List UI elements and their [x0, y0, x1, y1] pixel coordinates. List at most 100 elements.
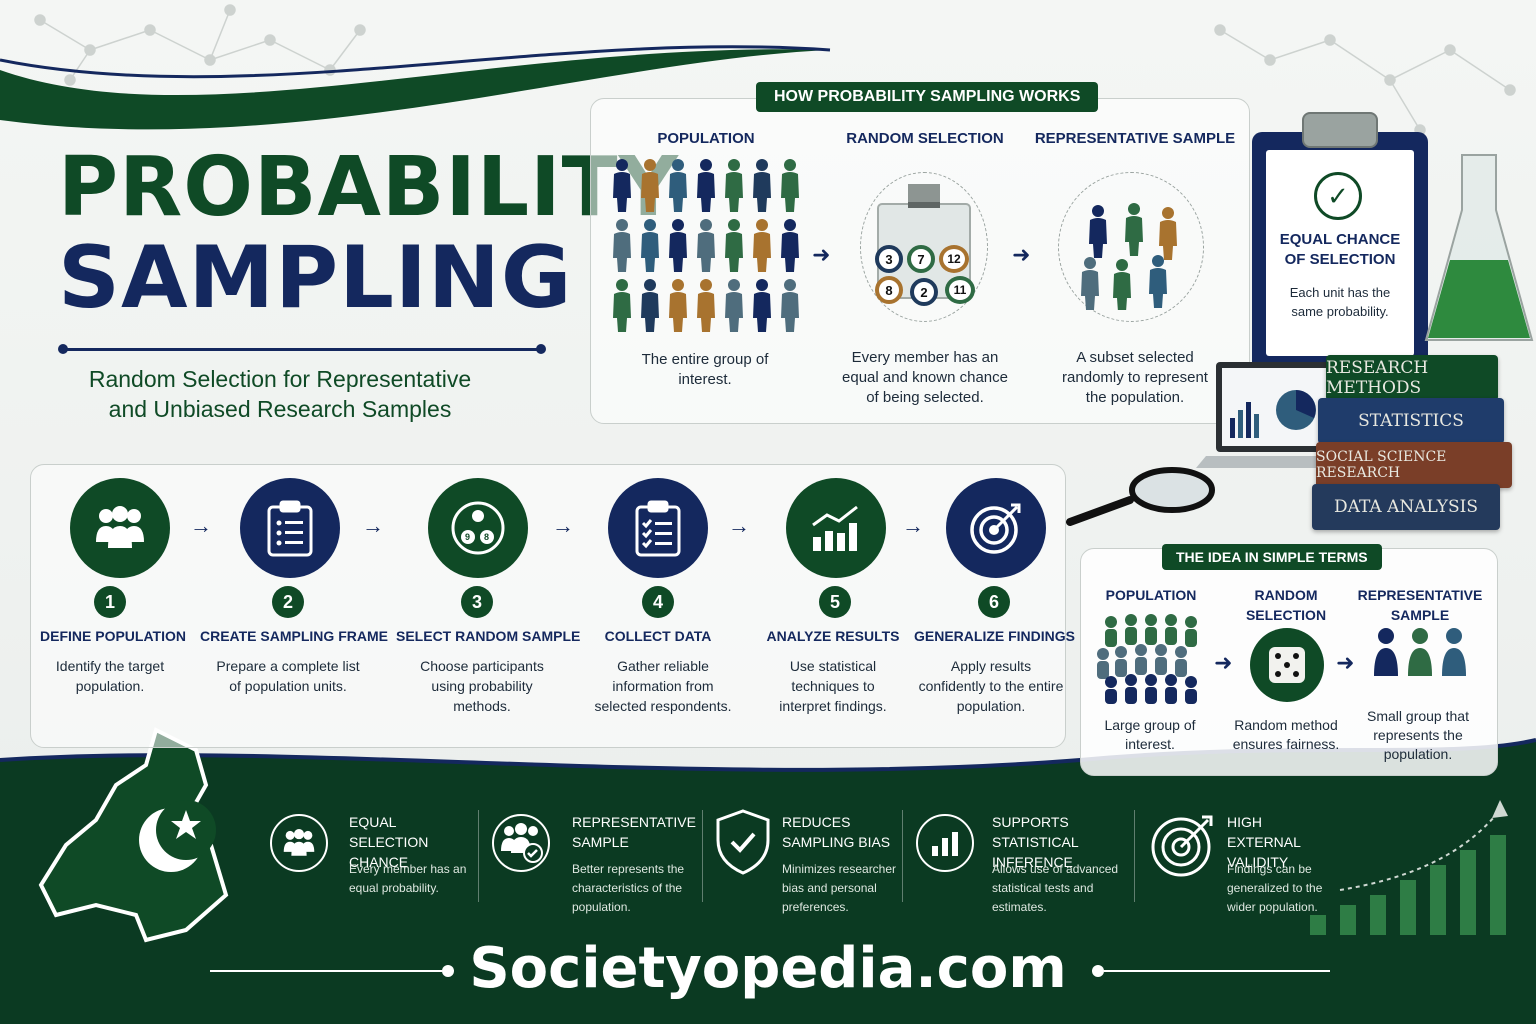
benefit-4-text: Allows use of advanced statistical tests… — [992, 862, 1119, 914]
footer-dot-right — [1092, 965, 1104, 977]
arrow-right-icon: ➜ — [1214, 650, 1233, 675]
page-subtitle: Random Selection for Representative and … — [88, 366, 472, 422]
people-check-icon — [501, 823, 543, 863]
idea-tag: THE IDEA IN SIMPLE TERMS — [1162, 544, 1382, 570]
idea-col-selection-heading: RANDOM SELECTION — [1245, 587, 1327, 623]
benefit-3-title: REDUCES SAMPLING BIAS — [782, 814, 891, 850]
benefit-2-icon — [492, 814, 550, 872]
benefit-divider — [478, 810, 479, 902]
page-title-line2: SAMPLING — [58, 228, 573, 328]
step-6-text: Apply results confidently to the entire … — [918, 658, 1064, 714]
arrow-right-icon: ➜ — [1012, 242, 1031, 267]
benefit-divider — [1134, 810, 1135, 902]
footer-rule-left — [210, 970, 442, 972]
step-5-text: Use statistical techniques to interpret … — [779, 658, 887, 714]
benefit-2-title: REPRESENTATIVE SAMPLE — [572, 814, 696, 850]
arrow-right-icon: → — [190, 513, 212, 538]
lottery-ball: 11 — [945, 276, 975, 304]
bar-chart-icon — [932, 832, 958, 856]
process-steps-panel — [30, 464, 1066, 748]
large-crowd-icon — [1097, 614, 1197, 704]
step-6-icon-circle — [946, 478, 1046, 578]
how-col-population-heading: POPULATION — [657, 130, 755, 147]
idea-col-selection-text: Random method ensures fairness. — [1232, 717, 1340, 752]
book-statistics: STATISTICS — [1318, 398, 1504, 444]
benefit-divider — [702, 810, 703, 902]
benefit-2-text: Better represents the characteristics of… — [572, 862, 685, 914]
benefit-4-icon — [916, 814, 974, 872]
lottery-ball: 3 — [875, 245, 903, 273]
clipboard-clip — [1302, 112, 1378, 148]
how-col-selection-heading: RANDOM SELECTION — [846, 130, 1004, 147]
idea-col-population-heading: POPULATION — [1105, 587, 1197, 603]
benefit-3-icon — [714, 808, 772, 876]
step-3-text: Choose participants using probability me… — [420, 658, 544, 714]
benefit-3-text: Minimizes researcher bias and personal p… — [782, 862, 897, 914]
arrow-right-icon: → — [362, 513, 384, 538]
idea-col-population-text: Large group of interest. — [1104, 717, 1196, 752]
map-flag-icon — [38, 727, 229, 943]
step-6-title: GENERALIZE FINDINGS — [914, 628, 1076, 644]
target-icon — [1151, 815, 1213, 877]
benefit-5-icon — [1148, 810, 1218, 880]
book-data-analysis: DATA ANALYSIS — [1312, 484, 1500, 530]
people-group-icon — [283, 829, 315, 856]
svg-text:9: 9 — [465, 532, 470, 542]
laptop-icon — [1196, 362, 1336, 468]
checklist-icon — [635, 500, 681, 557]
benefit-divider — [902, 810, 903, 902]
book-research-methods: RESEARCH METHODS — [1326, 355, 1498, 401]
step-1-icon-circle — [70, 478, 170, 578]
idea-col-sample-heading: REPRESENTATIVE SAMPLE — [1357, 587, 1483, 623]
flask-icon — [1424, 154, 1534, 341]
clipboard-list-icon — [267, 500, 313, 557]
people-group-icon — [96, 506, 144, 548]
step-1-number: 1 — [94, 586, 126, 618]
how-col-population-text: The entire group of interest. — [641, 351, 769, 388]
ballot-box-circle — [860, 172, 988, 322]
benefit-4-title: SUPPORTS STATISTICAL INFERENCE — [992, 814, 1079, 870]
how-col-sample-text: A subset selected randomly to represent … — [1062, 349, 1208, 406]
step-5-icon-circle — [786, 478, 886, 578]
step-5-number: 5 — [819, 586, 851, 618]
step-1-text: Identify the target population. — [55, 658, 165, 694]
footer-dot-left — [442, 965, 454, 977]
how-col-selection-text: Every member has an equal and known chan… — [842, 349, 1008, 406]
title-divider — [58, 344, 546, 354]
magnifier-icon — [1066, 467, 1215, 526]
small-group-icon — [1374, 628, 1466, 676]
dice-icon — [1269, 647, 1305, 683]
step-6-number: 6 — [978, 586, 1010, 618]
svg-text:8: 8 — [484, 532, 489, 542]
step-2-text: Prepare a complete list of population un… — [216, 658, 360, 694]
benefit-1-icon — [270, 814, 328, 872]
step-3-number: 3 — [461, 586, 493, 618]
lottery-ball: 8 — [875, 276, 903, 304]
bar-chart-icon — [812, 505, 858, 551]
book-social-science-research: SOCIAL SCIENCE RESEARCH — [1316, 442, 1512, 488]
step-3-title: SELECT RANDOM SAMPLE — [396, 628, 581, 644]
footer-rule-right — [1104, 970, 1330, 972]
benefit-5-text: Findings can be generalized to the wider… — [1227, 862, 1323, 914]
footer-site-name[interactable]: Societyopedia.com — [469, 936, 1067, 1001]
clipboard-heading: EQUAL CHANCE OF SELECTION — [1279, 231, 1401, 268]
clipboard-text: Each unit has the same probability. — [1289, 285, 1391, 319]
lottery-ball: 7 — [907, 245, 935, 273]
step-4-title: COLLECT DATA — [604, 628, 712, 644]
step-1-title: DEFINE POPULATION — [40, 628, 186, 644]
step-4-text: Gather reliable information from selecte… — [594, 658, 732, 714]
arrow-right-icon: ➜ — [812, 242, 831, 267]
shield-check-icon — [716, 809, 770, 875]
lottery-ball: 2 — [910, 278, 938, 306]
sample-circle — [1058, 172, 1204, 322]
step-5-title: ANALYZE RESULTS — [766, 628, 900, 644]
how-col-sample-heading: REPRESENTATIVE SAMPLE — [1034, 130, 1236, 147]
step-2-number: 2 — [272, 586, 304, 618]
arrow-right-icon: → — [728, 513, 750, 538]
step-4-number: 4 — [642, 586, 674, 618]
lottery-ball: 12 — [939, 245, 969, 273]
benefit-1-text: Every member has an equal probability. — [349, 862, 467, 895]
